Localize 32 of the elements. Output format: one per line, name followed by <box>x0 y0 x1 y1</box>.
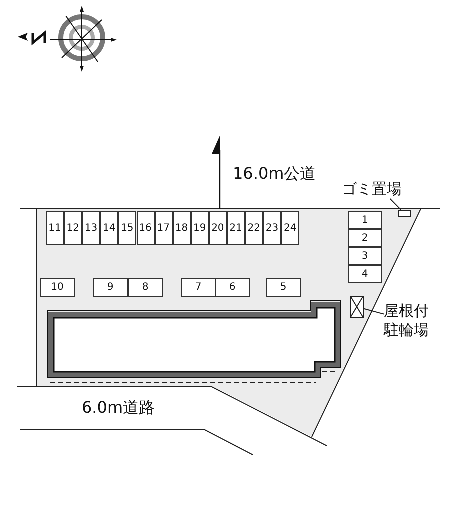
parking-space: 5 <box>266 278 301 297</box>
parking-space: 12 <box>64 211 82 245</box>
parking-space: 23 <box>263 211 282 245</box>
parking-space: 3 <box>348 247 382 265</box>
parking-space: 18 <box>172 211 191 245</box>
parking-space: 16 <box>136 211 155 245</box>
parking-space: 9 <box>93 278 128 297</box>
parking-space: 10 <box>40 278 75 297</box>
parking-space: 6 <box>215 278 250 297</box>
parking-space: 13 <box>82 211 100 245</box>
parking-space: 1 <box>348 211 382 229</box>
area-label: ゴミ置場 <box>342 180 420 199</box>
leader-line <box>390 198 402 210</box>
parking-space: 17 <box>154 211 173 245</box>
parking-space: 22 <box>245 211 264 245</box>
parking-space: 19 <box>190 211 209 245</box>
facility-box <box>350 296 364 318</box>
parking-space: 24 <box>281 211 300 245</box>
road-label: 16.0m公道 <box>233 164 316 185</box>
parking-space: 20 <box>208 211 227 245</box>
road-label: 6.0m道路 <box>82 398 156 419</box>
parking-space: 21 <box>227 211 246 245</box>
parking-space: 14 <box>100 211 118 245</box>
area-label: 屋根付駐輪場 <box>384 302 434 340</box>
leader-line <box>364 308 384 315</box>
parking-space: 4 <box>348 265 382 283</box>
parking-space: 11 <box>46 211 64 245</box>
parking-space: 2 <box>348 229 382 247</box>
parking-space: 15 <box>118 211 136 245</box>
parking-space: 7 <box>181 278 216 297</box>
parking-space: 8 <box>128 278 163 297</box>
facility-box <box>398 210 411 217</box>
